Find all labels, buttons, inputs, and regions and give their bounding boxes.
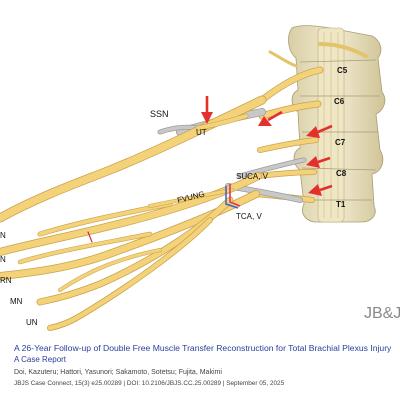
arrow-c8-icon (306, 156, 331, 168)
arrow-down-icon (201, 96, 213, 124)
label-n2: N (0, 255, 6, 264)
arrow-t1-icon (308, 184, 333, 196)
vertebra-labels: C5 C6 C7 C8 T1 (334, 66, 348, 209)
arrow-c5-icon (258, 110, 283, 126)
nerve-trunks (0, 95, 267, 331)
label-n1: N (0, 231, 6, 240)
label-un: UN (26, 318, 38, 327)
nerve-roots (253, 42, 368, 203)
label-c7: C7 (335, 138, 346, 147)
label-c8: C8 (336, 169, 347, 178)
red-arrows (201, 96, 333, 196)
article-type: A Case Report (14, 355, 67, 364)
journal-logo: JB&J (364, 305, 400, 322)
article-title-link[interactable]: A 26-Year Follow-up of Double Free Muscl… (14, 343, 392, 353)
vessel-anastomosis (225, 184, 241, 209)
label-c6: C6 (334, 97, 345, 106)
article-citation: JBJS Case Connect, 15(3) e25.00289 | DOI… (14, 380, 285, 387)
label-tca: TCA, V (236, 212, 262, 221)
label-ut: UT (196, 128, 207, 137)
spinal-column (288, 25, 386, 223)
label-rn: RN (0, 276, 12, 285)
label-mn: MN (10, 297, 23, 306)
label-t1: T1 (336, 200, 346, 209)
label-c5: C5 (337, 66, 348, 75)
article-authors: Doi, Kazuteru; Hattori, Yasunori; Sakamo… (14, 369, 222, 376)
label-suca: SUCA, V (236, 172, 269, 181)
article-caption: A 26-Year Follow-up of Double Free Muscl… (14, 343, 394, 389)
label-ssn: SSN (150, 109, 169, 119)
brachial-plexus-illustration: C5 C6 C7 C8 T1 SSN UT SUCA, V FVUNG TCA,… (0, 25, 400, 331)
arrow-c7-icon (306, 124, 333, 138)
